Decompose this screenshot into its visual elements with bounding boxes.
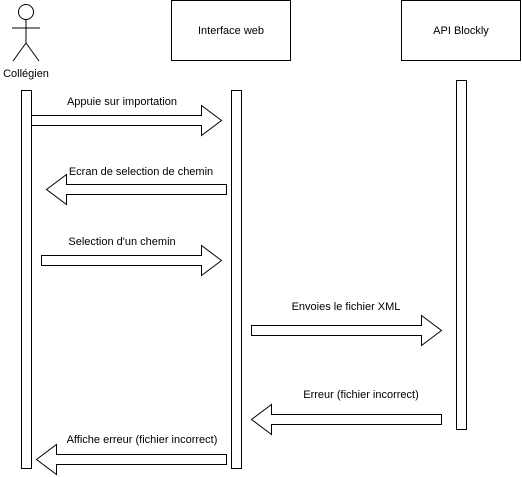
arrow-right [41,244,223,277]
actor-collegien: Collégien [3,4,49,80]
message-envoies-xml: Envoies le fichier XML [251,301,443,347]
actor-label: Collégien [3,68,49,80]
arrow-right [251,314,443,347]
participant-label-interface-web: Interface web [198,25,264,37]
message-affiche-erreur: Affiche erreur (fichier incorrect) [35,434,227,476]
message-erreur: Erreur (fichier incorrect) [250,389,442,436]
message-label: Envoies le fichier XML [292,301,401,313]
arrow-left [250,403,442,436]
arrow-left [35,443,227,476]
message-label: Affiche erreur (fichier incorrect) [67,434,218,446]
message-appuie-importation: Appuie sur importation [31,96,223,137]
stick-figure-icon [12,4,40,62]
message-label: Erreur (fichier incorrect) [303,389,419,401]
message-ecran-selection: Ecran de selection de chemin [45,166,227,206]
message-label: Ecran de selection de chemin [69,166,213,178]
participant-interface-web: Interface web [171,0,291,61]
message-label: Selection d'un chemin [68,236,175,248]
participant-label-api-blockly: API Blockly [433,25,489,37]
lifeline-interface-web [231,90,242,469]
lifeline-api-blockly [456,80,467,430]
arrow-left [45,173,227,206]
message-label: Appuie sur importation [67,96,177,108]
lifeline-collegien [21,90,32,469]
arrow-right [31,104,223,137]
message-selection-chemin: Selection d'un chemin [41,236,223,277]
participant-api-blockly: API Blockly [401,0,521,61]
